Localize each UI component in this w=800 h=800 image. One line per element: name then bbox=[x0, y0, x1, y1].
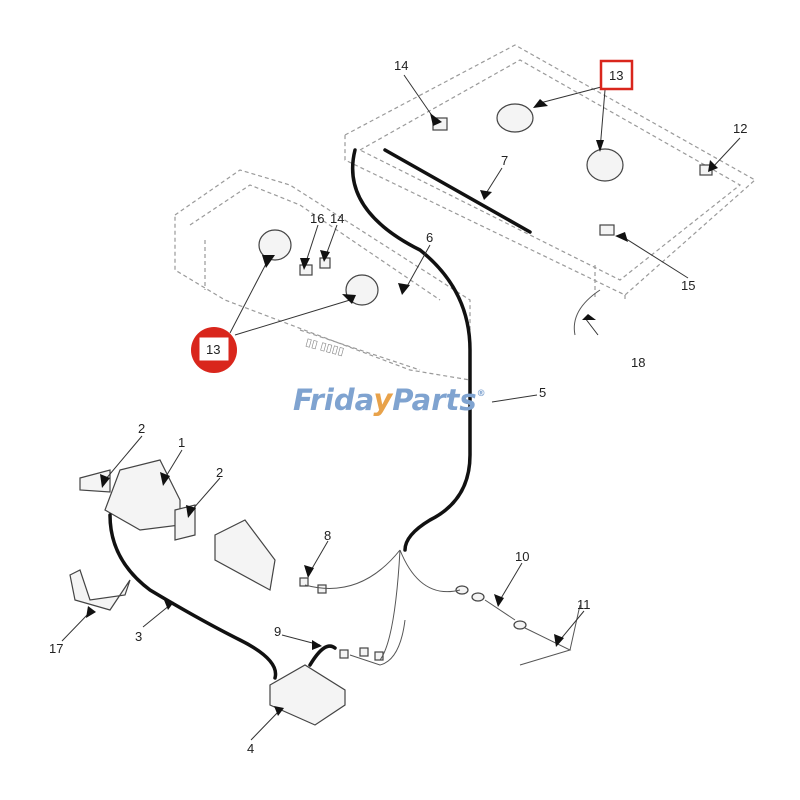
callout-12: 12 bbox=[733, 121, 747, 136]
leader-lines bbox=[61, 74, 741, 741]
switch-16 bbox=[299, 264, 313, 276]
callout-16: 16 bbox=[310, 211, 324, 226]
callout-2-right: 2 bbox=[216, 465, 223, 480]
callout-18: 18 bbox=[631, 355, 645, 370]
cable-3 bbox=[108, 513, 278, 680]
callout-labels: 14 13 12 7 16 14 6 15 13 18 5 2 1 2 8 10… bbox=[49, 58, 747, 756]
callout-4: 4 bbox=[247, 741, 254, 756]
callout-9: 9 bbox=[274, 624, 281, 639]
cable-5 bbox=[350, 148, 472, 552]
module-8-box bbox=[214, 519, 276, 591]
callout-3: 3 bbox=[135, 629, 142, 644]
switch-15 bbox=[599, 224, 615, 236]
callout-8: 8 bbox=[324, 528, 331, 543]
callout-14: 14 bbox=[330, 211, 344, 226]
callout-6: 6 bbox=[426, 230, 433, 245]
motor-13-right bbox=[586, 148, 624, 182]
callout-10: 10 bbox=[515, 549, 529, 564]
callout-7: 7 bbox=[501, 153, 508, 168]
callout-15: 15 bbox=[681, 278, 695, 293]
cable-7 bbox=[383, 148, 532, 234]
highlight-markers bbox=[191, 59, 634, 373]
highlight-box-13 bbox=[599, 59, 634, 91]
watermark-logo: FridayParts® bbox=[293, 383, 486, 417]
callout-14-top: 14 bbox=[394, 58, 408, 73]
callout-5: 5 bbox=[539, 385, 546, 400]
callout-13-top: 13 bbox=[609, 68, 623, 83]
cables bbox=[108, 148, 532, 680]
callout-17: 17 bbox=[49, 641, 63, 656]
callout-2-left: 2 bbox=[138, 421, 145, 436]
bracket-17 bbox=[69, 569, 131, 611]
cable-9 bbox=[308, 644, 337, 667]
callout-11: 11 bbox=[577, 597, 591, 612]
callout-13-left: 13 bbox=[206, 342, 220, 357]
motor-13-left bbox=[258, 229, 292, 261]
callout-1: 1 bbox=[178, 435, 185, 450]
parts bbox=[69, 103, 713, 726]
motor-13-top bbox=[496, 103, 534, 133]
top-panel bbox=[344, 44, 757, 300]
control-box-4 bbox=[269, 664, 346, 726]
svg-text:▯▯ ▯▯▯▯: ▯▯ ▯▯▯▯ bbox=[304, 336, 345, 358]
module-1 bbox=[104, 459, 181, 531]
